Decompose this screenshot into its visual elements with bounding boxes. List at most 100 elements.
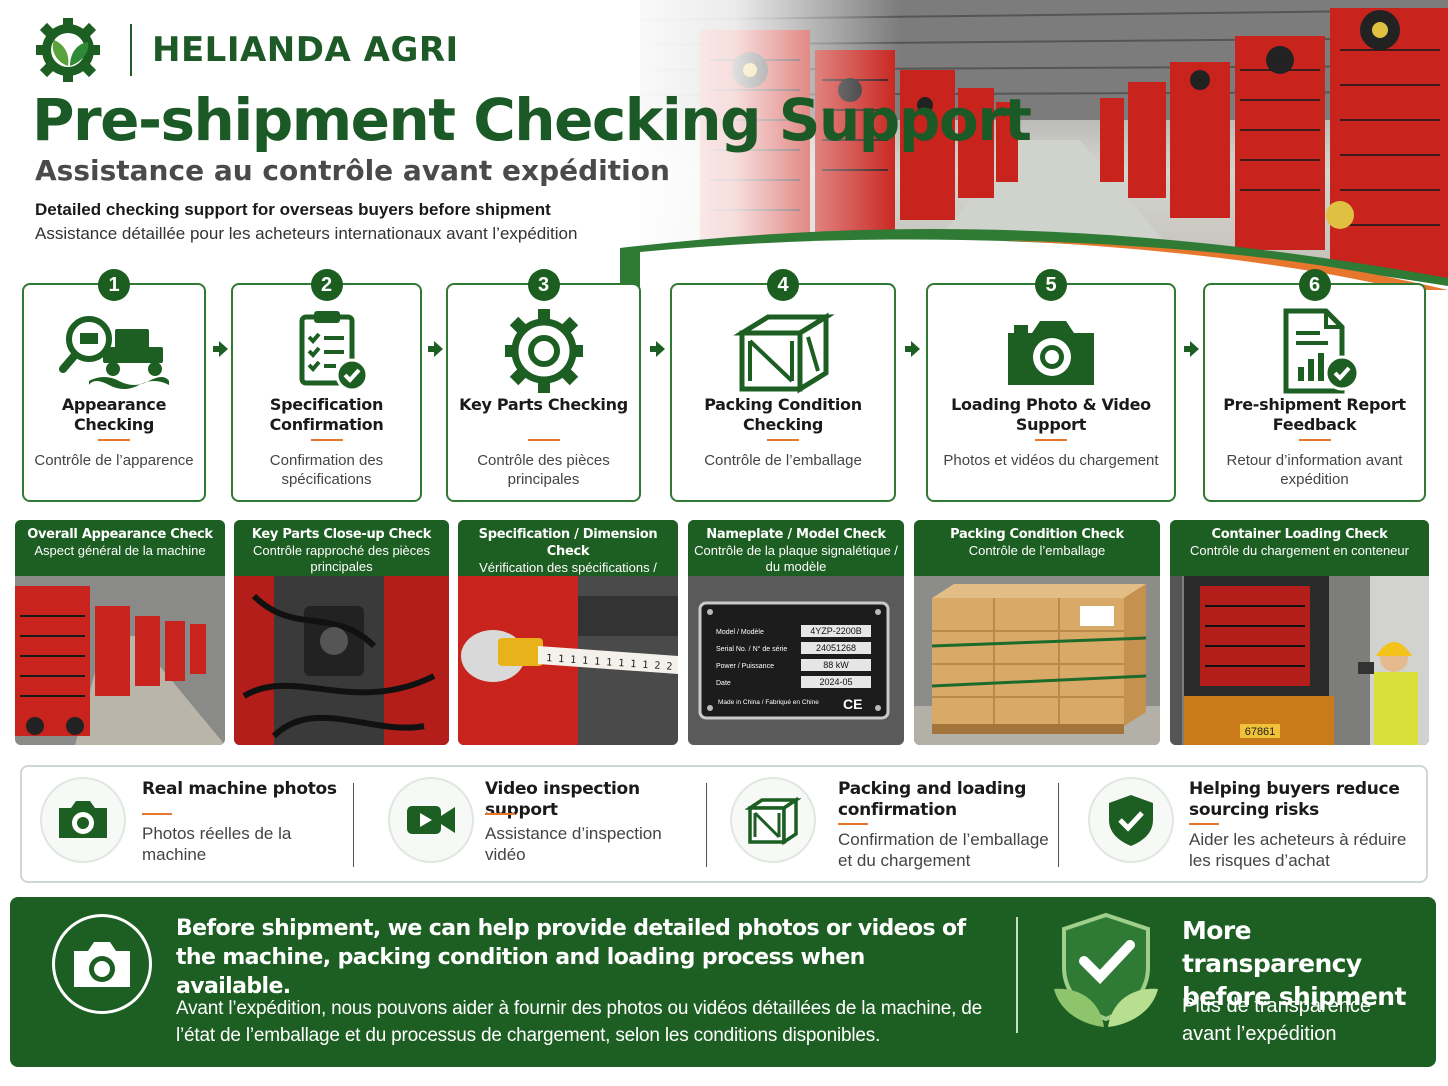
step-specification-confirmation: 2 Specification Confirmation Confirmatio… [231, 269, 422, 502]
nameplate-footer: Made in China / Fabriqué en Chine [718, 699, 819, 706]
orange-divider [1298, 439, 1331, 441]
camera-icon [59, 801, 107, 838]
arrow-right-icon [1184, 341, 1199, 357]
step-packing-condition-checking: 4 Packing Condition Checking Contrôle de… [670, 269, 896, 502]
measuring-tape-photo: 1 1 1 1 1 1 1 1 1 2 2 2 2 [458, 576, 678, 745]
brand-name: HELIANDA AGRI [152, 30, 459, 70]
step-number: 5 [1035, 269, 1067, 301]
banner-subheadline-text: Plus de transparence avant l’expédition [1182, 995, 1372, 1045]
step-subtitle-fr: Confirmation des spécifications [269, 452, 384, 488]
card-title: Key Parts Close-up Check [251, 527, 432, 542]
card-header: Nameplate / Model Check Contrôle de la p… [688, 520, 904, 576]
page-title: Pre-shipment Checking Support [32, 86, 1032, 154]
card-title: Nameplate / Model Check [706, 527, 886, 542]
crate-icon [733, 312, 835, 394]
nameplate-label: Power / Puissance [716, 663, 774, 670]
wooden-crate-photo [914, 576, 1160, 745]
feature-icon-circle [730, 777, 816, 863]
shield-check-icon [1109, 795, 1153, 846]
step-pre-shipment-report: 6 Pre-shipment Report Feedback Retour d’… [1203, 269, 1426, 502]
step-loading-photo-video: 5 Loading Photo & Video Support Photos e… [926, 269, 1176, 502]
feature-separator [353, 783, 354, 867]
hydraulic-parts-photo [234, 576, 449, 745]
feature-title: Packing and loading confirmation [838, 779, 1027, 820]
feature-separator [1058, 783, 1059, 867]
photo-card-key-parts: Key Parts Close-up Check Contrôle rappro… [234, 520, 449, 745]
card-header: Packing Condition Check Contrôle de l’em… [914, 520, 1160, 576]
crate-icon [745, 796, 801, 846]
card-header: Overall Appearance Check Aspect général … [15, 520, 225, 576]
feature-subtitle-fr: Photos réelles de la machine [142, 824, 292, 864]
step-key-parts-checking: 3 Key Parts Checking Contrôle des pièces… [446, 269, 641, 502]
arrow-right-icon [905, 341, 920, 357]
page-subtitle: Assistance au contrôle avant expédition [35, 154, 670, 187]
nameplate-value: 88 kW [823, 660, 849, 670]
orange-divider [527, 439, 560, 441]
feature-icon-circle [388, 777, 474, 863]
nameplate-value: 4YZP-2200B [810, 626, 862, 636]
feature-reduce-risks: Helping buyers reduce sourcing risks Aid… [1072, 767, 1422, 881]
camera-icon [1008, 321, 1094, 385]
nameplate-value: 24051268 [816, 643, 856, 653]
camera-icon [74, 942, 130, 987]
banner-headline: More transparency before shipment [1182, 914, 1412, 1013]
video-camera-icon [407, 806, 455, 834]
feature-icon-circle [40, 777, 126, 863]
truck-plate: 67861 [1245, 726, 1276, 738]
step-subtitle-fr: Contrôle de l’emballage [704, 452, 862, 469]
step-number: 3 [527, 269, 560, 301]
card-header: Container Loading Check Contrôle du char… [1170, 520, 1429, 576]
nameplate-label: Date [716, 680, 731, 687]
card-subtitle-fr: Contrôle de l’emballage [968, 543, 1106, 558]
step-subtitle-fr: Contrôle des pièces principales [477, 452, 610, 488]
hero-section: HELIANDA AGRI Pre-shipment Checking Supp… [0, 0, 1448, 290]
features-bar: Real machine photos Photos réelles de la… [20, 765, 1428, 883]
card-title: Container Loading Check [1211, 527, 1388, 542]
inspection-machine-icon [59, 316, 169, 389]
photo-card-specification: Specification / Dimension Check Vérifica… [458, 520, 678, 745]
feature-subtitle-fr: Confirmation de l’emballage et du charge… [838, 830, 1049, 870]
nameplate-label: Model / Modèle [716, 629, 764, 636]
photo-card-container-loading: Container Loading Check Contrôle du char… [1170, 520, 1429, 745]
card-header: Key Parts Close-up Check Contrôle rappro… [234, 520, 449, 576]
feature-packing-loading: Packing and loading confirmation Confirm… [722, 767, 1057, 881]
orange-divider [142, 813, 172, 815]
step-title: Packing Condition Checking [704, 395, 862, 434]
feature-subtitle-fr: Aider les acheteurs à réduire les risque… [1189, 830, 1407, 870]
nameplate-label: Serial No. / N° de série [716, 645, 787, 653]
feature-title: Real machine photos [142, 779, 337, 799]
banner-headline-text: More transparency before shipment [1182, 916, 1406, 1011]
card-title: Packing Condition Check [950, 527, 1124, 542]
orange-divider [485, 813, 515, 815]
container-truck-photo: 67861 [1170, 576, 1429, 745]
brand: HELIANDA AGRI [30, 16, 459, 84]
feature-separator [706, 783, 707, 867]
banner-text-en: Before shipment, we can help provide det… [176, 916, 966, 999]
ce-mark: CE [843, 696, 862, 712]
arrow-right-icon [428, 341, 443, 357]
arrow-right-icon [213, 341, 228, 357]
step-subtitle-fr: Contrôle de l’apparence [34, 452, 194, 469]
step-title: Pre-shipment Report Feedback [1223, 395, 1406, 434]
step-title: Specification Confirmation [269, 395, 384, 434]
feature-subtitle-fr: Assistance d’inspection vidéo [485, 824, 662, 864]
shield-leaf-check-icon [1054, 912, 1158, 1027]
banner-subheadline: Plus de transparence avant l’expédition [1182, 992, 1412, 1048]
card-subtitle-fr: Aspect général de la machine [34, 543, 206, 558]
description-en: Detailed checking support for overseas b… [35, 200, 551, 219]
feature-title: Video inspection support [485, 779, 640, 820]
gear-leaf-logo-icon [36, 18, 100, 82]
feature-icon-circle [1088, 777, 1174, 863]
orange-divider [838, 823, 868, 825]
nameplate-value: 2024-05 [819, 677, 852, 687]
card-title: Overall Appearance Check [27, 527, 213, 542]
feature-title: Helping buyers reduce sourcing risks [1189, 779, 1400, 820]
feature-real-photos: Real machine photos Photos réelles de la… [22, 767, 352, 881]
description-fr: Assistance détaillée pour les acheteurs … [35, 224, 578, 243]
card-subtitle-fr: Contrôle du chargement en conteneur [1190, 543, 1409, 558]
banner-text-fr: Avant l’expédition, nous pouvons aider à… [176, 998, 983, 1046]
report-check-icon [1283, 308, 1359, 394]
feature-video-inspection: Video inspection support Assistance d’in… [372, 767, 702, 881]
step-title: Key Parts Checking [459, 395, 628, 414]
step-number: 4 [767, 269, 799, 301]
